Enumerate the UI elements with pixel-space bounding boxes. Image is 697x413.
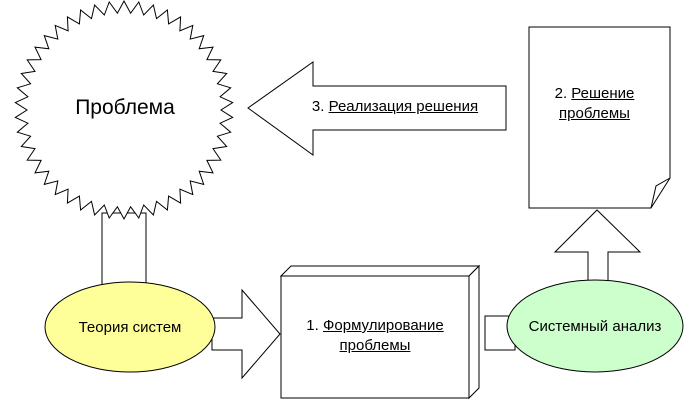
realization-text: Реализация решения — [328, 98, 479, 115]
arrow-theory-to-formulation — [211, 288, 281, 380]
problem-label: Проблема — [75, 96, 175, 119]
analysis-ellipse — [506, 279, 684, 373]
solution-number: 2. — [554, 85, 568, 102]
theory-label: Теория систем — [78, 319, 182, 336]
solution-document — [528, 26, 671, 209]
realization-number: 3. — [311, 98, 325, 115]
arrow-analysis-to-solution — [553, 209, 642, 291]
analysis-label: Системный анализ — [528, 318, 662, 335]
formulation-label: 1. Формулирование проблемы — [281, 316, 469, 356]
problem-connector — [101, 212, 147, 294]
solution-label: 2. Решение проблемы — [529, 84, 660, 124]
solution-line1: Решение — [571, 85, 635, 102]
theory-ellipse — [44, 281, 216, 373]
formulation-line1: Формулирование — [322, 317, 444, 334]
realization-label: 3. Реализация решения — [280, 97, 510, 117]
problem-starburst — [14, 0, 234, 221]
formulation-box — [279, 264, 481, 400]
arrow-realization — [247, 61, 507, 156]
formulation-number: 1. — [306, 317, 319, 334]
solution-line2: проблемы — [559, 105, 630, 122]
formulation-line2: проблемы — [339, 337, 411, 354]
